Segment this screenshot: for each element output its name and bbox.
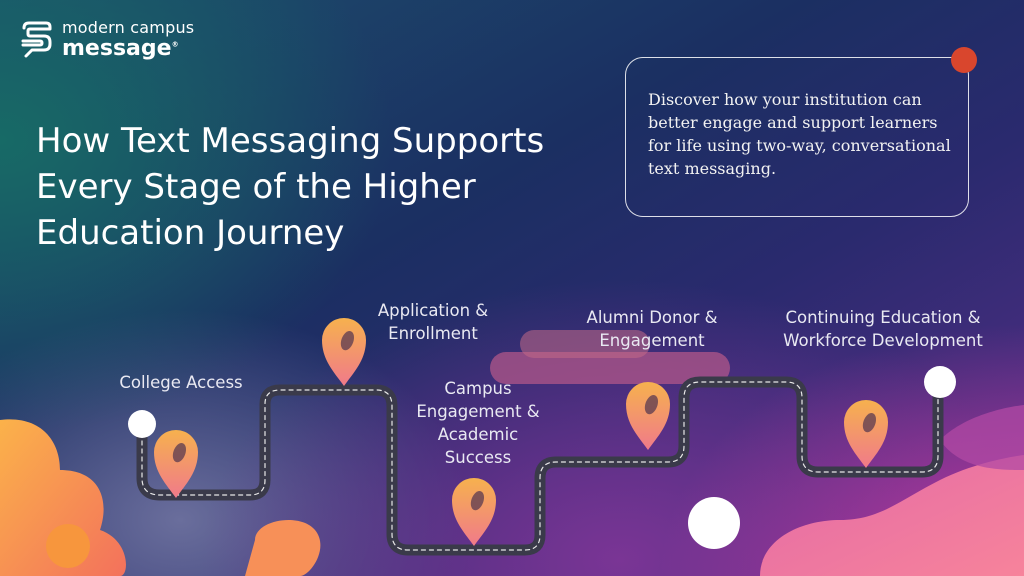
blob-orange-dot-1 (46, 524, 90, 568)
location-pin-icon (154, 430, 198, 498)
stage-label-college-access: College Access (119, 373, 243, 392)
road-path (136, 376, 944, 556)
description-text: Discover how your institution can better… (648, 90, 951, 178)
blob-orange-left (0, 419, 126, 576)
blob-band-mid (490, 352, 730, 384)
stage-label-application: Application & Enrollment (377, 301, 489, 343)
brand-name-line2: message (62, 36, 172, 61)
message-logo-icon (21, 21, 52, 58)
trademark-symbol: ® (171, 40, 179, 49)
location-pin-icon (322, 318, 366, 386)
stage-label-continuing-education: Continuing Education & Workforce Develop… (783, 308, 983, 350)
description-card: Discover how your institution can better… (625, 57, 969, 217)
brand-name-line1: modern campus (62, 18, 195, 37)
location-pin-icon (844, 400, 888, 468)
blob-orange-bottom (245, 519, 321, 576)
accent-dot (951, 47, 977, 73)
page-title: How Text Messaging Supports Every Stage … (36, 121, 545, 253)
blob-pink-right (760, 455, 1024, 576)
road-end-dot (924, 366, 956, 398)
stage-label-campus-engagement: Campus Engagement & Academic Success (416, 379, 540, 467)
stage-label-alumni: Alumni Donor & Engagement (586, 308, 718, 350)
brand-logo: modern campus message® (20, 20, 194, 60)
location-pin-icon (452, 478, 496, 546)
white-dot-bottom (688, 497, 740, 549)
location-pin-icon (626, 382, 670, 450)
blob-purple-right (940, 405, 1024, 470)
blob-band-mid2 (520, 330, 650, 358)
road-start-dot (128, 410, 156, 438)
